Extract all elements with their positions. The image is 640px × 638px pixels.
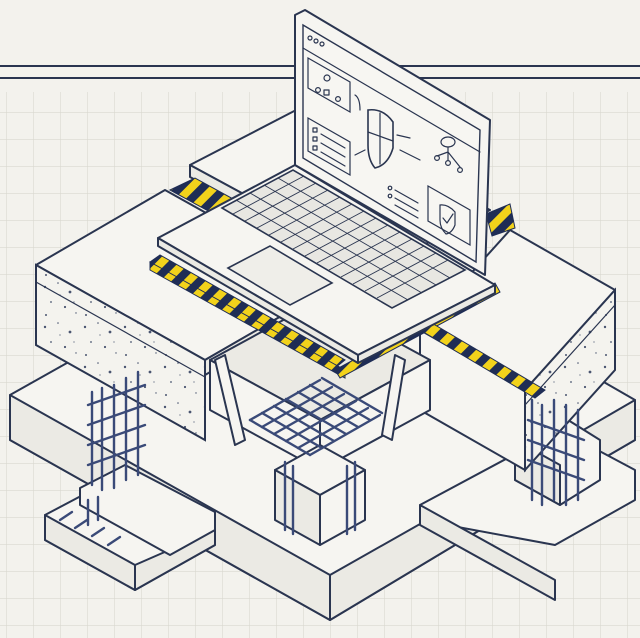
network-tree-icon: [307, 56, 351, 114]
rebar-column-right: [526, 398, 586, 507]
keyboard: [220, 169, 467, 309]
left-footing: [44, 464, 216, 591]
trackpad: [226, 245, 334, 306]
list-panel-icon: [307, 116, 351, 177]
rebar-mesh: [248, 376, 384, 536]
bullet-list-icon: [387, 185, 419, 219]
shield-icon: [367, 108, 394, 169]
laptop: [157, 9, 496, 364]
cloud-network-icon: [434, 136, 464, 174]
shield-check-icon: [427, 184, 471, 247]
rebar-column-left: [86, 370, 147, 492]
tape-top-right: [485, 203, 516, 237]
window-dots-icon: [307, 35, 325, 47]
